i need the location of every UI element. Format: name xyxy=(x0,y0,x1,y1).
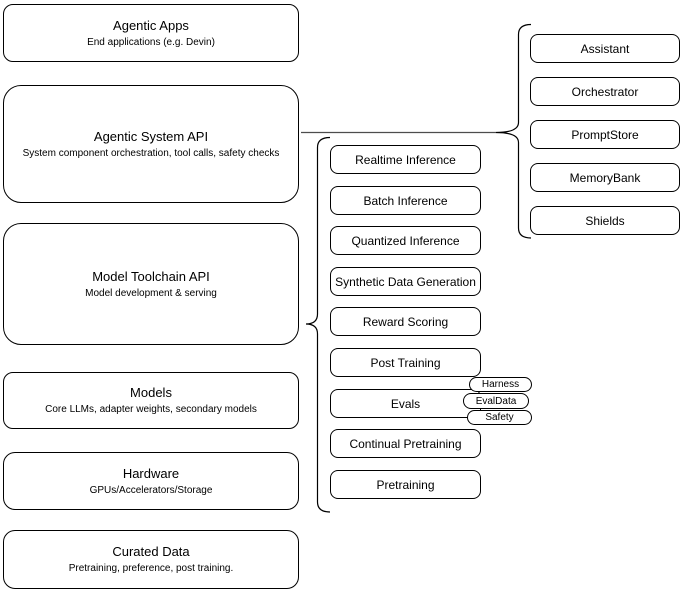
node-hardware: Hardware GPUs/Accelerators/Storage xyxy=(3,452,299,510)
node-model-toolchain-api: Model Toolchain API Model development & … xyxy=(3,223,299,345)
node-title: Agentic System API xyxy=(93,128,209,144)
node-title: Hardware xyxy=(122,465,180,481)
node-quantized-inference: Quantized Inference xyxy=(330,226,481,255)
node-title: Model Toolchain API xyxy=(92,268,210,284)
node-reward-scoring: Reward Scoring xyxy=(330,307,481,336)
node-subtitle: GPUs/Accelerators/Storage xyxy=(89,484,213,496)
badge-evaldata: EvalData xyxy=(463,393,529,409)
toolchain-brace xyxy=(305,136,331,513)
node-subtitle: Core LLMs, adapter weights, secondary mo… xyxy=(45,404,257,415)
node-subtitle: Pretraining, preference, post training. xyxy=(68,563,234,574)
node-evals: Evals xyxy=(330,389,481,418)
node-memorybank: MemoryBank xyxy=(530,163,680,192)
node-models: Models Core LLMs, adapter weights, secon… xyxy=(3,372,299,429)
node-post-training: Post Training xyxy=(330,348,481,377)
node-agentic-apps: Agentic Apps End applications (e.g. Devi… xyxy=(3,4,299,62)
node-promptstore: PromptStore xyxy=(530,120,680,149)
badge-safety: Safety xyxy=(467,410,532,425)
node-title: Curated Data xyxy=(112,544,190,559)
node-title: Agentic Apps xyxy=(113,17,189,33)
node-pretraining: Pretraining xyxy=(330,470,481,499)
components-brace xyxy=(495,23,532,239)
node-subtitle: End applications (e.g. Devin) xyxy=(87,36,215,48)
node-orchestrator: Orchestrator xyxy=(530,77,680,106)
badge-harness: Harness xyxy=(469,377,532,392)
node-batch-inference: Batch Inference xyxy=(330,186,481,215)
node-title: Models xyxy=(130,385,172,400)
node-assistant: Assistant xyxy=(530,34,680,63)
node-agentic-system-api: Agentic System API System component orch… xyxy=(3,85,299,203)
node-synthetic-data-generation: Synthetic Data Generation xyxy=(330,267,481,296)
node-subtitle: Model development & serving xyxy=(85,287,217,299)
node-continual-pretraining: Continual Pretraining xyxy=(330,429,481,458)
node-curated-data: Curated Data Pretraining, preference, po… xyxy=(3,530,299,589)
node-subtitle: System component orchestration, tool cal… xyxy=(22,147,280,159)
node-realtime-inference: Realtime Inference xyxy=(330,145,481,174)
node-shields: Shields xyxy=(530,206,680,235)
